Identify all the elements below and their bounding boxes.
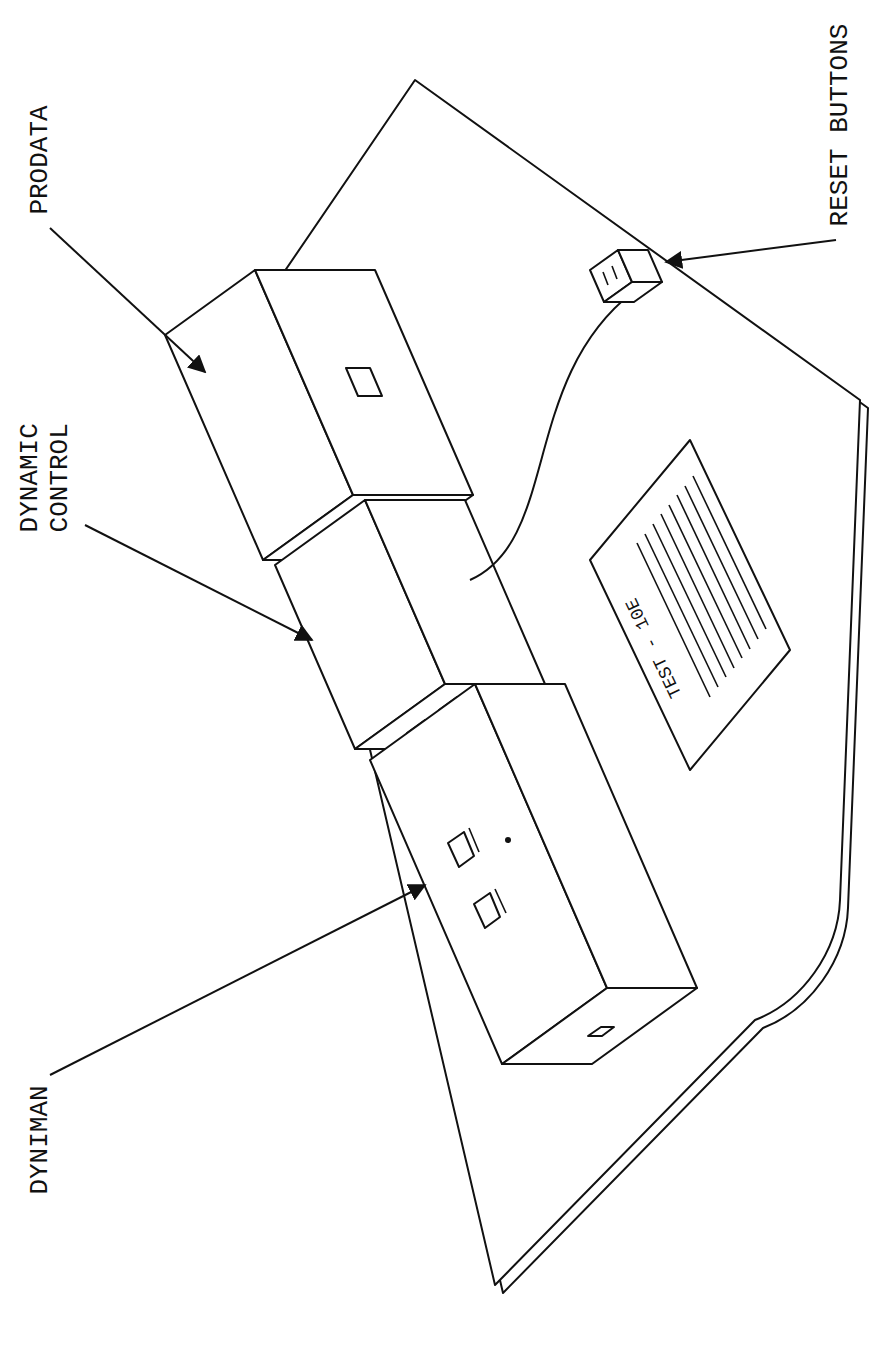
- callout-label: RESET BUTTONS: [825, 24, 855, 227]
- leader-lines: [50, 228, 836, 1075]
- base-plate: [265, 80, 868, 1293]
- callout-label: DYNIMAN: [25, 1085, 55, 1194]
- callout-label: DYNAMIC CONTROL: [15, 408, 75, 533]
- reset-cable: [470, 292, 633, 580]
- test-sheet: [590, 440, 790, 770]
- reset-button-box: [590, 250, 662, 302]
- callout-label: PRODATA: [25, 105, 55, 214]
- dyniman-box: [370, 684, 697, 1064]
